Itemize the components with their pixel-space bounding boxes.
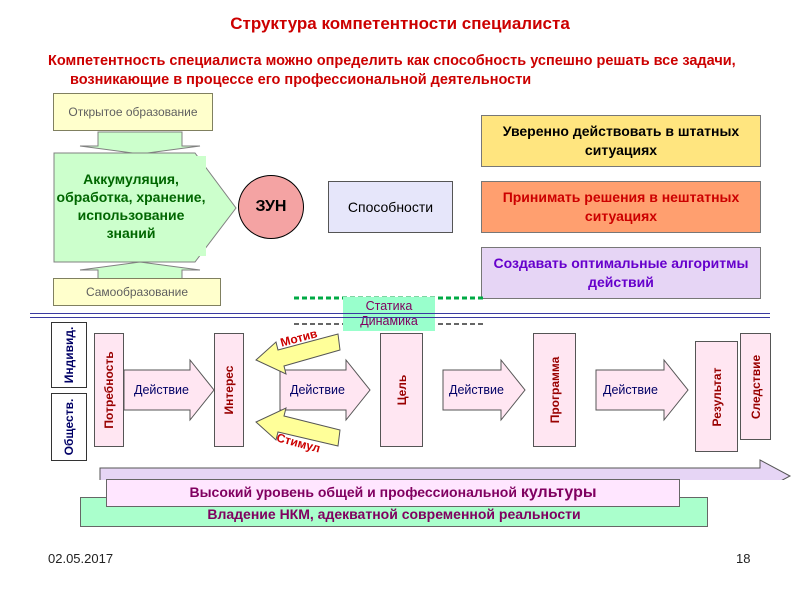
page-number: 18 xyxy=(736,551,751,566)
culture-word: культуры xyxy=(520,484,597,501)
stage-result-label: Результат xyxy=(709,367,724,426)
zun-label: ЗУН xyxy=(255,198,287,215)
decision-making-box: Принимать решения в нештатных ситуациях xyxy=(481,181,761,233)
slide-date: 02.05.2017 xyxy=(48,551,114,566)
culture-box: Высокий уровень общей и профессиональной… xyxy=(106,479,680,507)
action-label-3: Действие xyxy=(449,383,504,397)
divider-line-top xyxy=(30,313,770,314)
slide-title: Структура компетентности специалиста xyxy=(230,14,570,33)
knowledge-processing-box: Аккумуляция, обработка, хранение, исполь… xyxy=(56,156,206,256)
big-bottom-arrow xyxy=(99,459,792,480)
confident-action-box: Уверенно действовать в штатных ситуациях xyxy=(481,115,761,167)
static-dynamic-label: Статика Динамика xyxy=(343,297,435,331)
open-education-label: Открытое образование xyxy=(68,104,198,119)
stage-consequence: Следствие xyxy=(740,333,771,440)
culture-prefix: Высокий уровень общей и профессиональной xyxy=(189,484,521,500)
optimal-algorithms-box: Создавать оптимальные алгоритмы действий xyxy=(481,247,761,299)
action-arrow-1 xyxy=(123,358,215,422)
optimal-algorithms-text: Создавать оптимальные алгоритмы действий xyxy=(493,255,749,290)
knowledge-processing-text: Аккумуляция, обработка, хранение, исполь… xyxy=(56,171,206,241)
action-arrow-4 xyxy=(595,358,689,422)
stage-consequence-label: Следствие xyxy=(748,354,763,419)
action-label-4: Действие xyxy=(603,383,658,397)
motive-arrow xyxy=(255,333,341,375)
self-education-label: Самообразование xyxy=(85,284,189,299)
stage-result: Результат xyxy=(695,341,738,452)
stage-interest: Интерес xyxy=(214,333,244,447)
stage-need: Потребность xyxy=(94,333,124,447)
stage-program: Программа xyxy=(533,333,576,447)
stage-interest-label: Интерес xyxy=(222,365,236,415)
action-arrows xyxy=(99,333,792,480)
individual-label-box: Индивид. xyxy=(51,322,87,388)
society-label-box: Обществ. xyxy=(51,393,87,461)
stimulus-arrow xyxy=(255,407,341,447)
stage-goal-label: Цель xyxy=(394,374,409,406)
action-arrow-3 xyxy=(442,358,526,422)
abilities-box: Способности xyxy=(328,181,453,233)
action-arrow-2 xyxy=(279,358,371,422)
stage-goal: Цель xyxy=(380,333,423,447)
action-label-2: Действие xyxy=(290,383,345,397)
decision-making-text: Принимать решения в нештатных ситуациях xyxy=(502,189,740,224)
divider-line-bottom xyxy=(30,317,770,318)
action-label-1: Действие xyxy=(134,383,189,397)
slide-subtitle: Компетентность специалиста можно определ… xyxy=(48,53,736,88)
zun-circle: ЗУН xyxy=(238,175,304,239)
stage-need-label: Потребность xyxy=(102,351,116,429)
nkm-text: Владение НКМ, адекватной современной реа… xyxy=(207,506,581,522)
confident-action-text: Уверенно действовать в штатных ситуациях xyxy=(502,123,740,158)
open-education-box: Открытое образование xyxy=(53,93,213,131)
culture-text: Высокий уровень общей и профессиональной… xyxy=(189,484,596,502)
down-arrow-shape xyxy=(79,131,201,155)
stage-program-label: Программа xyxy=(547,356,562,424)
self-education-box: Самообразование xyxy=(53,278,221,306)
abilities-label: Способности xyxy=(347,199,434,215)
